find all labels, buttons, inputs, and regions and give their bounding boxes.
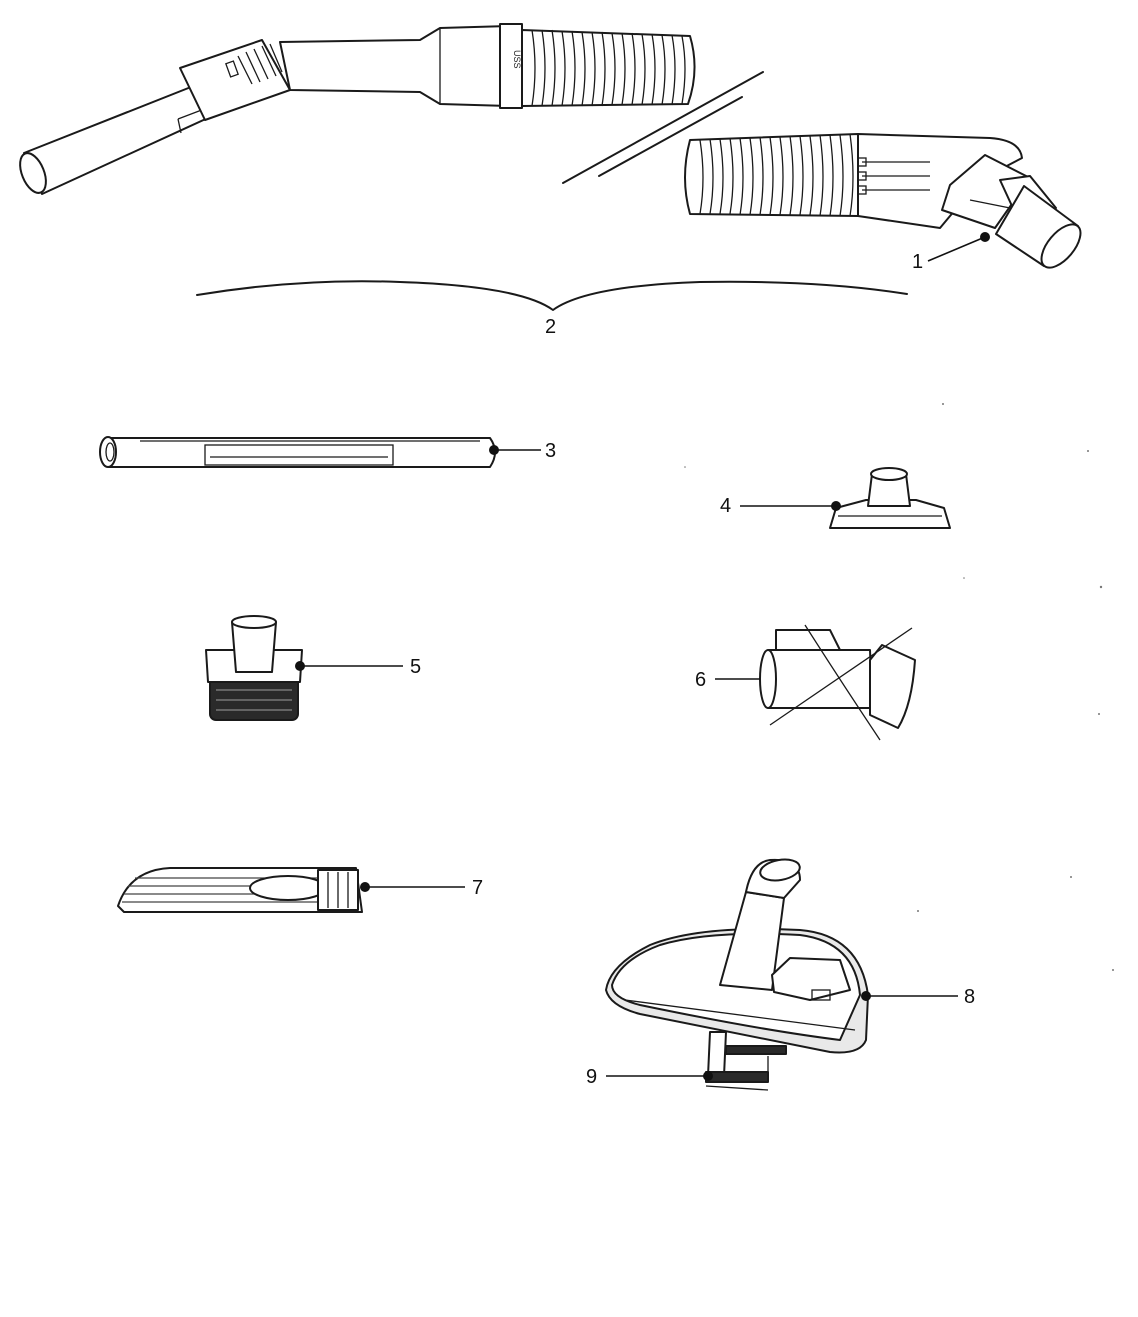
callout-3: 3	[489, 440, 556, 462]
callout-9-label: 9	[586, 1066, 597, 1088]
hose-assembly-brace	[196, 280, 908, 311]
callout-5-label: 5	[410, 656, 421, 678]
extension-wand	[99, 436, 496, 468]
callout-1-label: 1	[912, 251, 923, 273]
callout-6: 6	[695, 669, 760, 691]
scan-specks	[684, 403, 1114, 971]
crevice-tool	[117, 867, 363, 913]
callout-1: 1	[912, 232, 990, 273]
callout-4: 4	[720, 495, 841, 517]
callout-9: 9	[586, 1066, 713, 1088]
hose-assembly: USS	[19, 23, 1082, 311]
hose-handle-tube: USS	[19, 23, 523, 195]
floor-nozzle	[605, 858, 869, 1054]
callout-5: 5	[295, 656, 421, 678]
callout-4-label: 4	[720, 495, 731, 517]
callout-2-label: 2	[545, 316, 556, 338]
bristle-strip	[705, 1031, 787, 1091]
callout-8-label: 8	[964, 986, 975, 1008]
callout-7: 7	[360, 877, 483, 899]
callout-7-label: 7	[472, 877, 483, 899]
callout-8: 8	[861, 986, 975, 1008]
dusting-brush	[205, 615, 303, 721]
callout-6-label: 6	[695, 669, 706, 691]
callout-3-label: 3	[545, 440, 556, 462]
elbow-adapter	[759, 624, 916, 741]
handle-marking: USS	[512, 50, 522, 69]
upholstery-nozzle	[829, 467, 951, 529]
hose-corrugated-lower	[684, 133, 859, 217]
hose-corrugated-upper	[521, 29, 696, 107]
callout-2: 2	[545, 316, 556, 338]
hose-break-lines	[562, 71, 764, 184]
hose-swivel-cuff	[857, 133, 1082, 269]
